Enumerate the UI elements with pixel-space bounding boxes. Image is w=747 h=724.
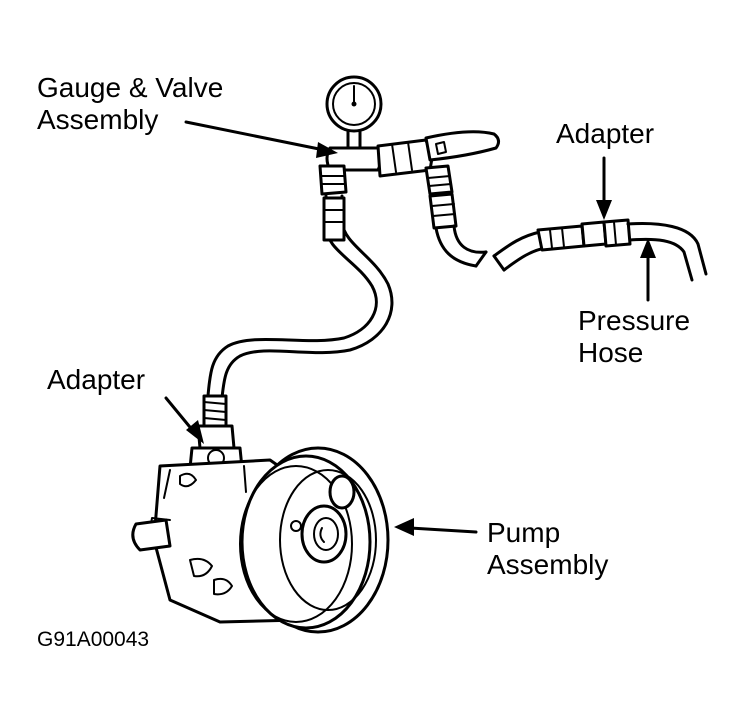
pressure-hose-line (492, 218, 708, 282)
test-hose (206, 194, 394, 400)
figure-code: G91A00043 (37, 628, 150, 651)
valve-assembly (318, 130, 501, 196)
valve-outlet-hose (428, 192, 488, 268)
pump-assembly-label: Pump Assembly (487, 517, 609, 580)
adapter-left-label: Adapter (47, 364, 146, 395)
pressure-gauge (325, 75, 383, 150)
pressure-hose-label: Pressure Hose (578, 305, 691, 368)
gauge-valve-assembly-label: Gauge & Valve Assembly (37, 72, 224, 135)
callout-arrows (164, 120, 656, 536)
pump-body (131, 446, 390, 634)
adapter-top-label: Adapter (556, 118, 655, 149)
